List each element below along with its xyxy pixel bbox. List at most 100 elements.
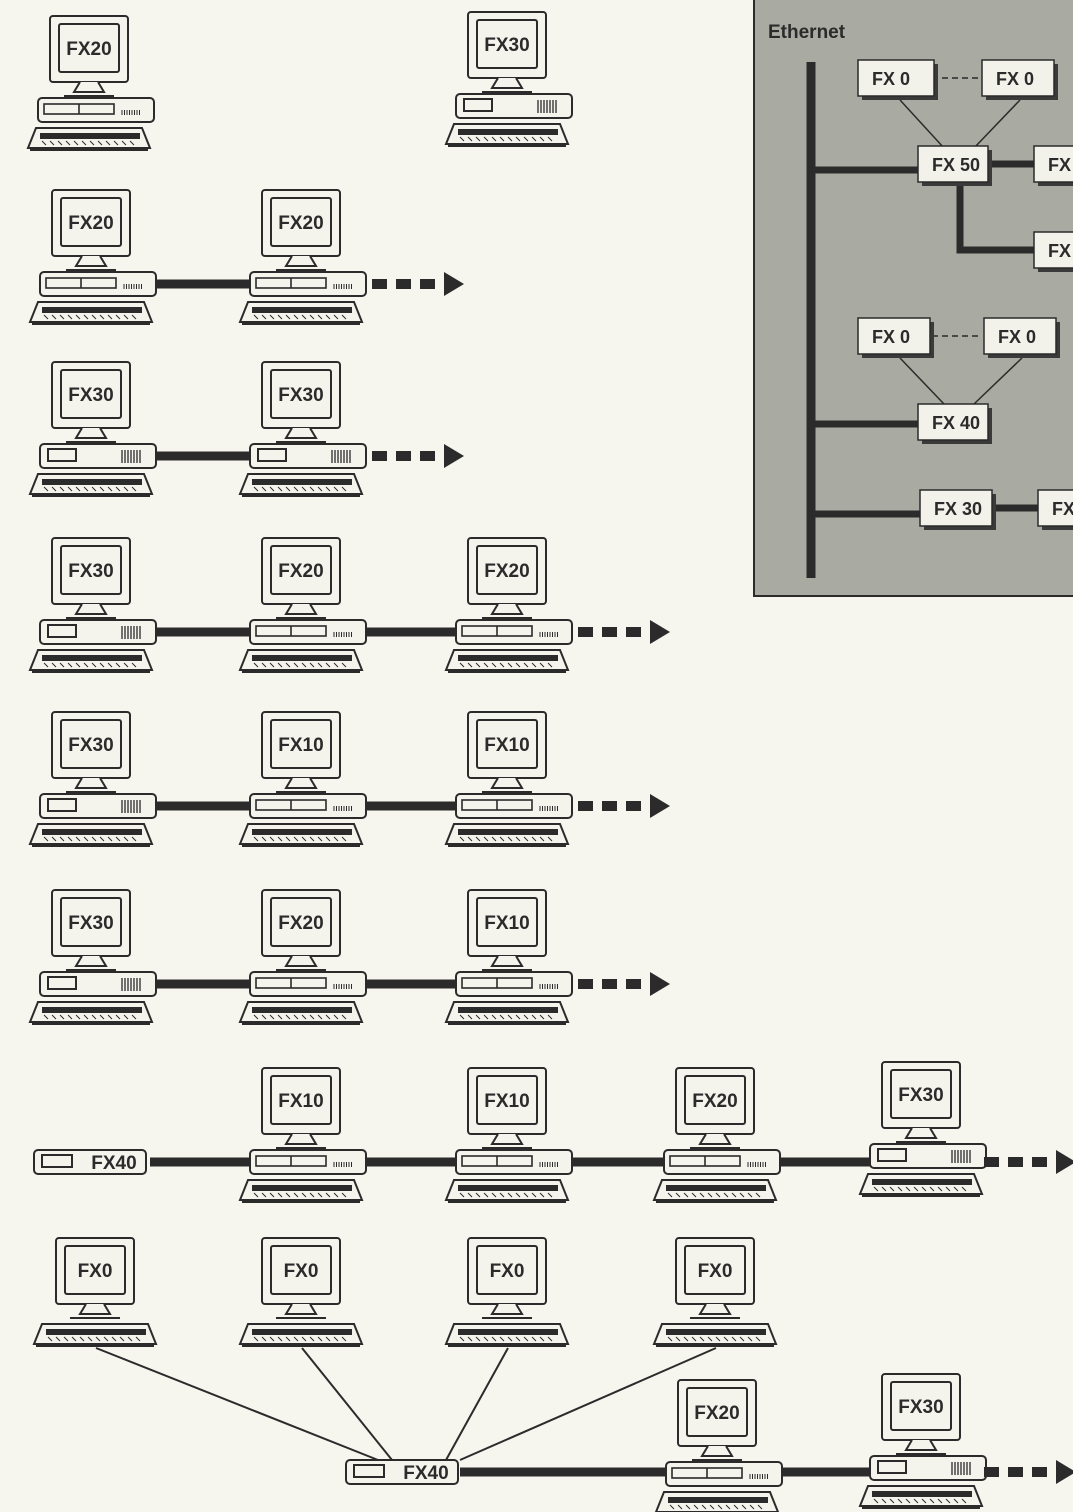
computer-label: FX20: [66, 39, 111, 60]
monitor-screen: [476, 897, 538, 947]
computer: FX30: [238, 361, 367, 497]
system-unit: [39, 971, 157, 997]
computer: FX20: [444, 537, 573, 673]
computer: FX0: [32, 1237, 158, 1347]
monitor-screen: [476, 1245, 538, 1295]
continuation-arrow: [578, 972, 670, 996]
computer-label: FX30: [484, 35, 529, 56]
ethernet-node: [857, 317, 931, 355]
monitor-screen: [60, 719, 122, 769]
continuation-arrow: [578, 620, 670, 644]
computer: FX20: [654, 1379, 783, 1512]
ethernet-node-label: FX 0: [872, 69, 910, 89]
computer-label: FX10: [484, 913, 529, 934]
computer: FX10: [238, 1067, 367, 1203]
computer-label: FX20: [692, 1091, 737, 1112]
ethernet-node-label: FX 30: [934, 499, 982, 519]
system-unit: [39, 443, 157, 469]
computer: FX20: [652, 1067, 781, 1203]
system-unit: [455, 93, 573, 119]
ethernet-node: [983, 317, 1057, 355]
computer: FX30: [28, 361, 157, 497]
monitor-screen: [270, 897, 332, 947]
computer-label: FX0: [698, 1261, 733, 1282]
hub-device: FX40: [33, 1149, 147, 1175]
computer-label: FX10: [278, 1091, 323, 1112]
monitor-screen: [890, 1381, 952, 1431]
computer: FX20: [238, 537, 367, 673]
hub-label: FX40: [403, 1463, 448, 1484]
computer: FX20: [28, 189, 157, 325]
monitor-screen: [476, 19, 538, 69]
monitor-screen: [684, 1075, 746, 1125]
hub-label: FX40: [91, 1153, 136, 1174]
computer-label: FX20: [278, 213, 323, 234]
computer-label: FX20: [278, 561, 323, 582]
ethernet-node: [1033, 231, 1073, 269]
ethernet-node: [917, 403, 989, 441]
monitor-screen: [60, 897, 122, 947]
system-unit: [39, 619, 157, 645]
monitor-screen: [270, 719, 332, 769]
computer: FX0: [444, 1237, 570, 1347]
continuation-arrow: [578, 794, 670, 818]
ethernet-node: [1037, 489, 1073, 527]
computer: FX30: [444, 11, 573, 147]
system-unit: [869, 1455, 987, 1481]
computer-label: FX30: [898, 1397, 943, 1418]
continuation-arrow: [372, 444, 464, 468]
ethernet-node-label: FX 0: [998, 327, 1036, 347]
ethernet-node-label: FX 50: [932, 155, 980, 175]
computer-label: FX20: [484, 561, 529, 582]
continuation-arrow: [372, 272, 464, 296]
terminal-link: [445, 1347, 509, 1461]
monitor-screen: [60, 369, 122, 419]
computer-label: FX10: [484, 735, 529, 756]
monitor-screen: [58, 23, 120, 73]
computer-label: FX10: [278, 735, 323, 756]
computer: FX30: [28, 711, 157, 847]
computer-label: FX20: [68, 213, 113, 234]
ethernet-node: [919, 489, 993, 527]
monitor-screen: [476, 719, 538, 769]
monitor-screen: [686, 1387, 748, 1437]
computer: FX30: [858, 1061, 987, 1197]
computer-label: FX30: [68, 913, 113, 934]
system-unit: [249, 443, 367, 469]
computer: FX30: [28, 889, 157, 1025]
computer-label: FX30: [278, 385, 323, 406]
ethernet-node: [857, 59, 935, 97]
hub-device: FX40: [345, 1459, 459, 1485]
monitor-screen: [476, 545, 538, 595]
ethernet-node-label: FX: [1048, 241, 1071, 261]
computer-label: FX30: [68, 735, 113, 756]
computer: FX30: [858, 1373, 987, 1509]
computer: FX20: [238, 189, 367, 325]
computer: FX10: [444, 711, 573, 847]
computer: FX10: [238, 711, 367, 847]
system-unit: [39, 793, 157, 819]
continuation-arrow: [984, 1460, 1073, 1484]
monitor-screen: [60, 545, 122, 595]
computer: FX0: [238, 1237, 364, 1347]
computer: FX10: [444, 889, 573, 1025]
ethernet-node-label: FX: [1048, 155, 1071, 175]
ethernet-title: Ethernet: [768, 22, 846, 43]
terminal-link: [459, 1347, 717, 1461]
computer-label: FX30: [898, 1085, 943, 1106]
terminal-link: [301, 1347, 393, 1461]
monitor-screen: [270, 369, 332, 419]
computer-label: FX0: [490, 1261, 525, 1282]
ethernet-node: [1033, 145, 1073, 183]
computer-label: FX0: [284, 1261, 319, 1282]
ethernet-node: [981, 59, 1055, 97]
computer-label: FX30: [68, 561, 113, 582]
computer: FX20: [26, 15, 155, 151]
monitor-screen: [684, 1245, 746, 1295]
ethernet-node: [917, 145, 989, 183]
computer: FX20: [238, 889, 367, 1025]
computer-label: FX20: [278, 913, 323, 934]
continuation-arrow: [984, 1150, 1073, 1174]
